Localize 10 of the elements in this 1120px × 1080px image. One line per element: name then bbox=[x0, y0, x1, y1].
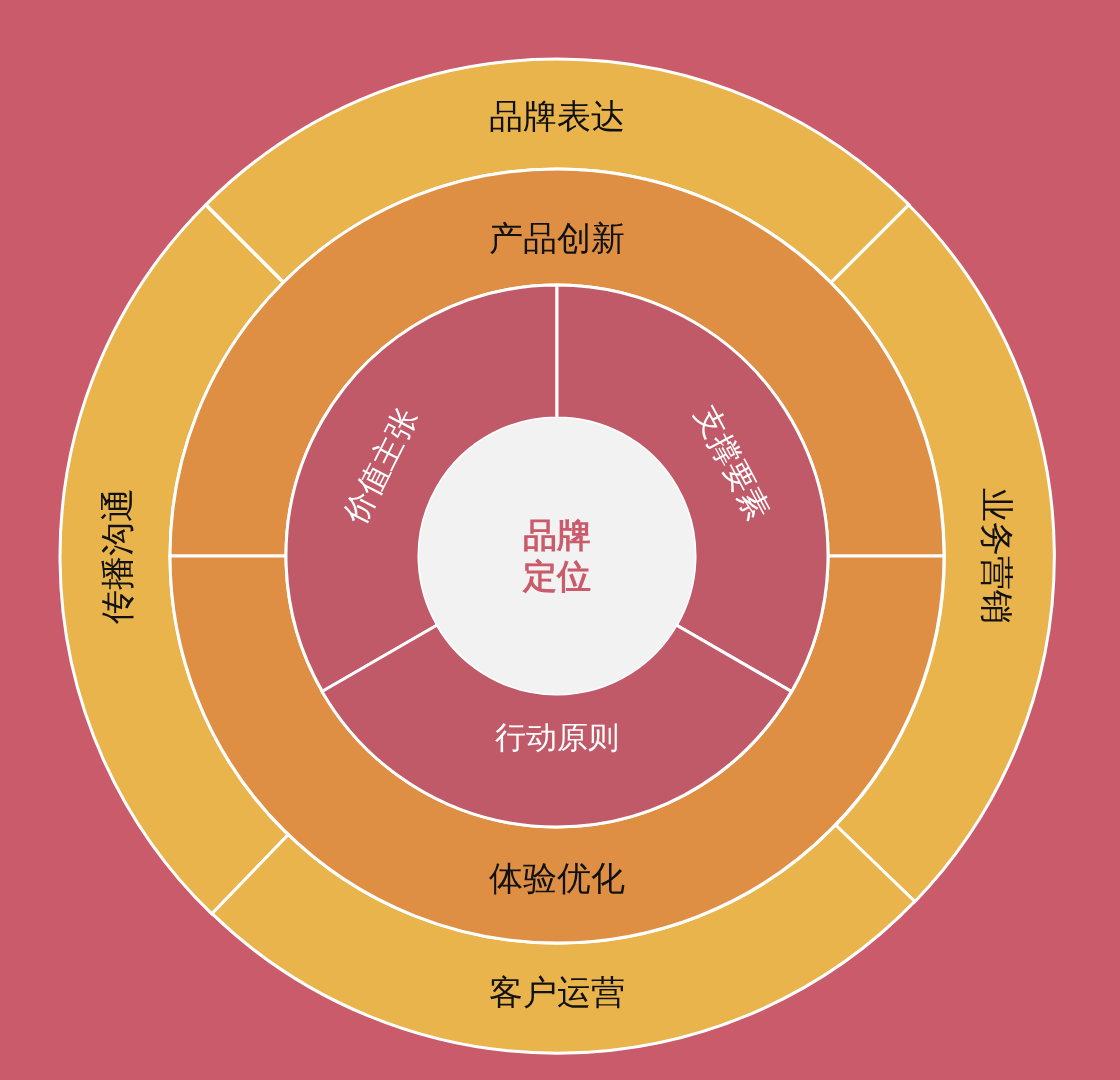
segment-label: 行动原则 bbox=[495, 719, 619, 757]
segment-label: 业务营销 bbox=[976, 488, 1018, 624]
segment-label: 产品创新 bbox=[489, 217, 625, 259]
segment-label: 客户运营 bbox=[489, 971, 625, 1013]
segment-label: 传播沟通 bbox=[96, 488, 138, 624]
segment-label: 品牌定位 bbox=[523, 515, 591, 597]
segment-label: 价值主张 bbox=[335, 402, 426, 530]
segment-label: 品牌表达 bbox=[489, 95, 625, 137]
segment-label: 体验优化 bbox=[489, 857, 625, 899]
segment-label: 支撑要素 bbox=[686, 399, 778, 527]
